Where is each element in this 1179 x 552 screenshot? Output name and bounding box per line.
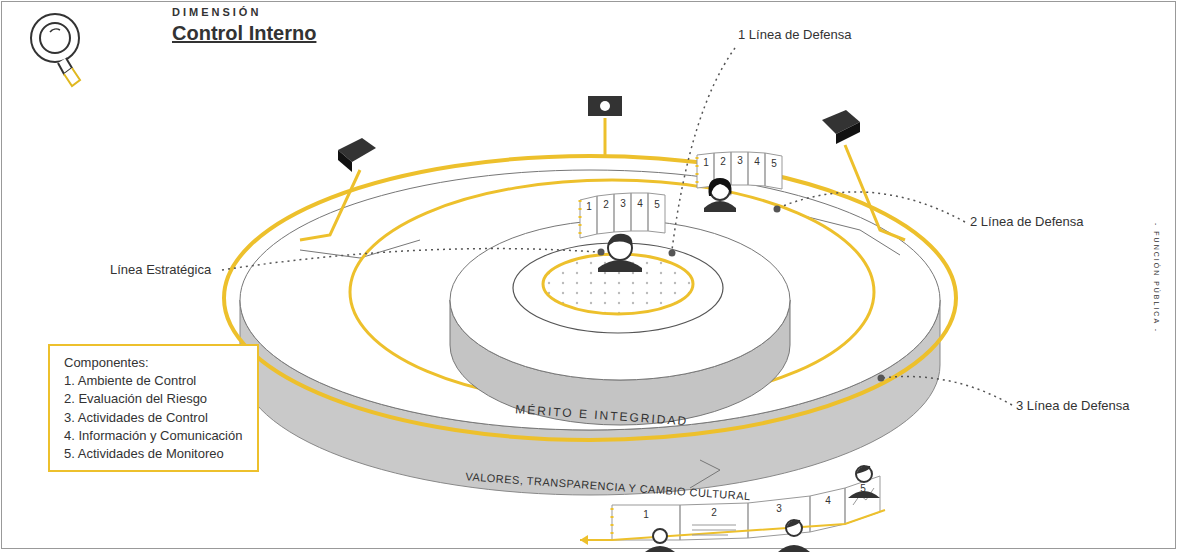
panel-number: 2 bbox=[711, 507, 717, 518]
component-item: 1. Ambiente de Control bbox=[64, 372, 243, 390]
panel-number: 2 bbox=[720, 156, 726, 167]
panel-number: 5 bbox=[860, 483, 866, 494]
values-band: VALORES, TRANSPARENCIA Y CAMBIO CULTURAL bbox=[461, 468, 755, 505]
line-label: 3 Línea de Defensa bbox=[1016, 398, 1129, 413]
panel-number: 4 bbox=[637, 198, 643, 209]
band-text: VALORES, TRANSPARENCIA Y CAMBIO CULTURAL bbox=[465, 470, 751, 503]
panel-number: 5 bbox=[771, 158, 777, 169]
panel-number: 1 bbox=[586, 201, 592, 212]
components-box: Componentes:1. Ambiente de Control2. Eva… bbox=[48, 344, 259, 472]
panel-number: 3 bbox=[737, 155, 743, 166]
dimension-heading: DIMENSIÓN bbox=[172, 6, 261, 18]
component-item: 2. Evaluación del Riesgo bbox=[64, 390, 243, 408]
line-label: Línea Estratégica bbox=[110, 262, 211, 277]
panel-number: 1 bbox=[703, 157, 709, 168]
band-text: MÉRITO E INTEGRIDAD bbox=[515, 402, 689, 428]
watermark: - FUNCIÓN PÚBLICA - bbox=[1153, 223, 1160, 333]
panel-number: 4 bbox=[754, 156, 760, 167]
line-label: 1 Línea de Defensa bbox=[738, 27, 851, 42]
diagram-title: Control Interno bbox=[172, 22, 316, 45]
panel-number: 1 bbox=[643, 509, 649, 520]
component-item: 5. Actividades de Monitoreo bbox=[64, 445, 243, 463]
panel-number: 5 bbox=[654, 199, 660, 210]
component-item: 4. Información y Comunicación bbox=[64, 427, 243, 445]
integrity-band: MÉRITO E INTEGRIDAD bbox=[511, 400, 693, 431]
panel-number: 3 bbox=[776, 503, 782, 514]
box-heading: Componentes: bbox=[64, 354, 243, 372]
panel-number: 4 bbox=[825, 495, 831, 506]
component-item: 3. Actividades de Control bbox=[64, 409, 243, 427]
panel-number: 3 bbox=[620, 198, 626, 209]
line-label: 2 Línea de Defensa bbox=[970, 214, 1083, 229]
panel-number: 2 bbox=[603, 199, 609, 210]
